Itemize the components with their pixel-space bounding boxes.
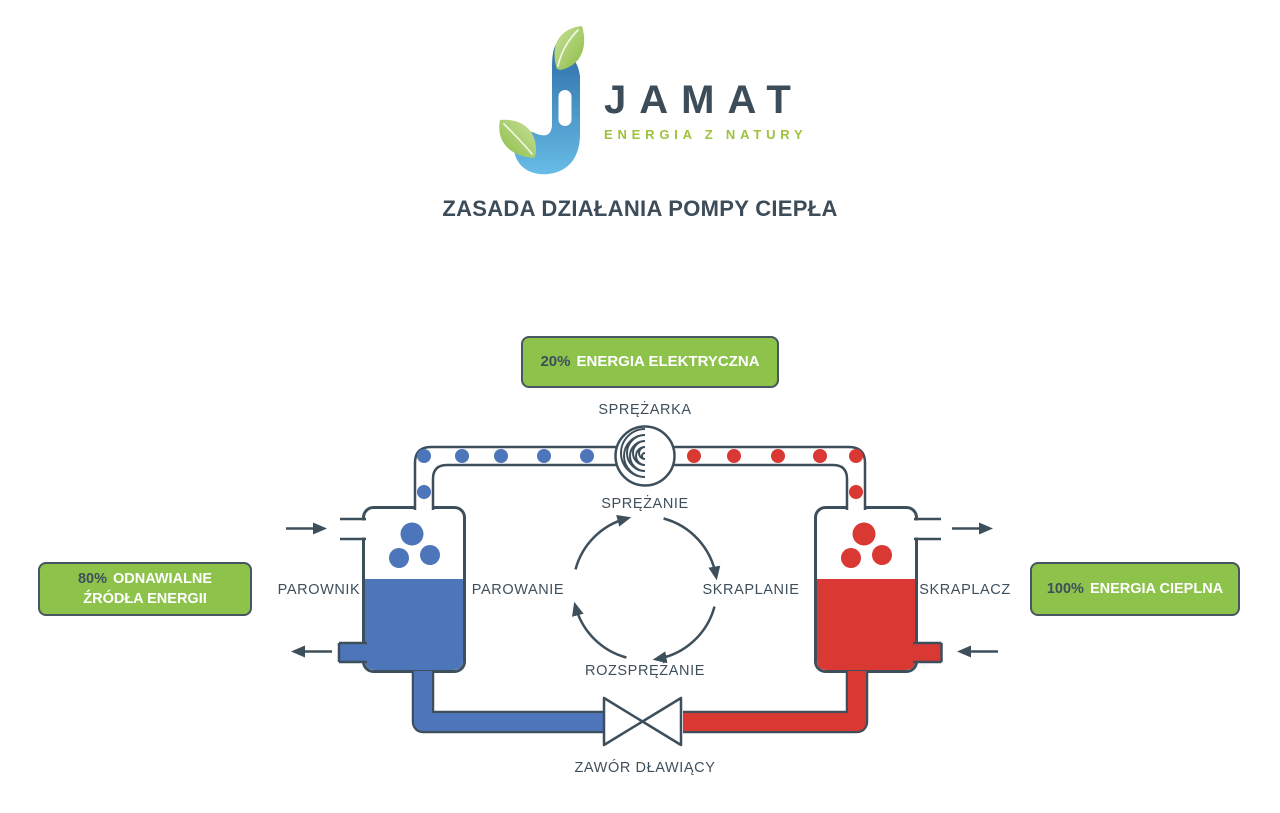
hot-gas-dots: [687, 449, 863, 499]
badge-text: 80%ODNAWIALNE ŹRÓDŁA ENERGII: [50, 569, 240, 609]
evaporator-outlet-stub: [337, 641, 367, 664]
label-compressor: SPRĘŻARKA: [598, 402, 692, 418]
liquid-pipe-hot: [683, 671, 869, 734]
badge-text: 20% ENERGIA ELEKTRYCZNA: [540, 352, 759, 372]
condenser-inlet-stub: [913, 641, 943, 664]
evaporator-inlet-stub: [340, 517, 366, 541]
badge-percent: 100%: [1046, 581, 1084, 597]
label-valve: ZAWÓR DŁAWIĄCY: [574, 760, 716, 776]
badge-renewable-energy: 80%ODNAWIALNE ŹRÓDŁA ENERGII: [38, 562, 252, 616]
badge-percent: 20%: [540, 353, 571, 370]
label-condensation: SKRAPLANIE: [702, 582, 800, 598]
logo-tagline: ENERGIA Z NATURY: [604, 127, 808, 142]
leaf-icon: [499, 119, 536, 158]
badge-label: ODNAWIALNE ŹRÓDŁA ENERGII: [83, 571, 213, 607]
condenser-tank: [814, 506, 918, 673]
page-title: ZASADA DZIAŁANIA POMPY CIEPŁA: [442, 196, 838, 221]
label-compression: SPRĘŻANIE: [601, 496, 689, 512]
leaf-icon: [554, 26, 585, 70]
badge-percent: 80%: [77, 571, 107, 587]
flow-arrows: [286, 522, 998, 658]
label-evaporator: PAROWNIK: [277, 582, 361, 598]
liquid-pipe-cold: [411, 671, 603, 734]
condenser-outlet-stub: [914, 517, 941, 541]
badge-label: ENERGIA ELEKTRYCZNA: [576, 353, 760, 370]
cycle-arrows: [572, 515, 721, 664]
logo-name: JAMAT: [604, 78, 804, 122]
badge-label: ENERGIA CIEPLNA: [1089, 581, 1224, 597]
logo-text: JAMAT ENERGIA Z NATURY: [604, 80, 864, 141]
badge-electric-energy: 20% ENERGIA ELEKTRYCZNA: [521, 336, 779, 388]
badge-heat-energy: 100% ENERGIA CIEPLNA: [1030, 562, 1240, 616]
compressor-icon: [614, 425, 676, 487]
label-expansion: ROZSPRĘŻANIE: [585, 663, 705, 679]
cold-gas-dots: [417, 449, 594, 499]
jamat-logo-icon: [499, 26, 585, 175]
expansion-valve-icon: [602, 696, 683, 747]
label-condenser: SKRAPLACZ: [919, 582, 1011, 598]
label-evaporation: PAROWANIE: [471, 582, 565, 598]
evaporator-tank: [362, 506, 466, 673]
badge-text: 100% ENERGIA CIEPLNA: [1047, 579, 1223, 599]
